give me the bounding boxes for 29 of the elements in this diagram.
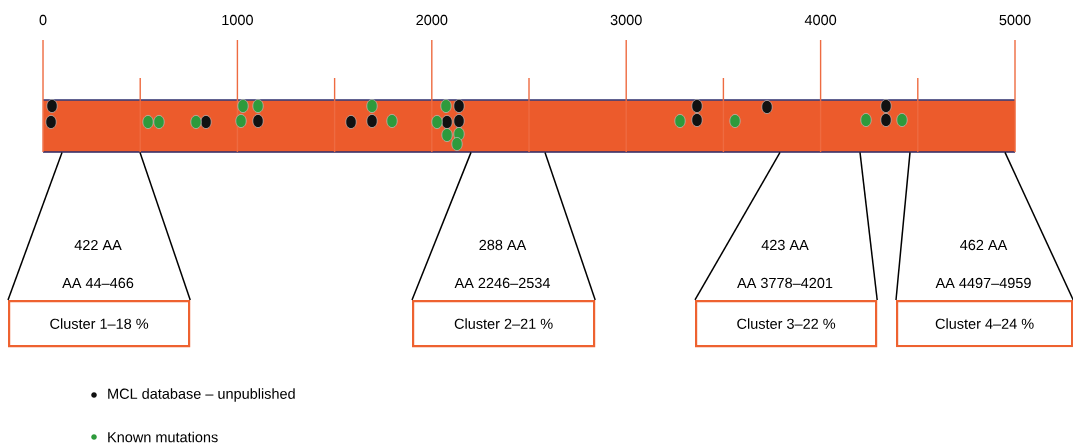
zoom-line	[411, 151, 472, 301]
zoom-line	[1004, 151, 1073, 301]
cluster-box: Cluster 3–22 %	[695, 300, 878, 348]
length-label: 288 AA	[479, 239, 527, 251]
zoom-line	[139, 151, 191, 301]
zoom-line	[859, 151, 878, 301]
zoom-line	[7, 151, 63, 301]
zoom-line	[544, 151, 596, 301]
zoom-line	[895, 151, 911, 301]
length-label: 423 AA	[761, 239, 809, 251]
cluster-box: Cluster 1–18 %	[8, 300, 191, 348]
length-label: AA 3778–4201	[737, 277, 833, 289]
length-label: AA 44–466	[62, 277, 134, 289]
scale-label: 2000	[416, 14, 448, 26]
legend-label: Known mutations	[108, 431, 218, 443]
cluster-box: Cluster 4–24 %	[896, 300, 1073, 348]
cluster-box: Cluster 2–21 %	[412, 300, 596, 348]
length-label: AA 4497–4959	[935, 277, 1031, 289]
scale-label: 5000	[999, 14, 1031, 26]
scale-label: 4000	[804, 14, 837, 26]
zoom-line	[694, 151, 781, 301]
protein-bar	[42, 99, 1016, 153]
scale-label: 3000	[610, 14, 642, 26]
length-label: 462 AA	[960, 239, 1008, 251]
scale-label: 1000	[222, 14, 253, 26]
legend-label: MCL database – unpublished	[108, 388, 295, 402]
length-label: AA 2246–2534	[454, 277, 550, 289]
scale-label: 0	[39, 14, 47, 26]
length-label: 422 AA	[74, 239, 122, 251]
